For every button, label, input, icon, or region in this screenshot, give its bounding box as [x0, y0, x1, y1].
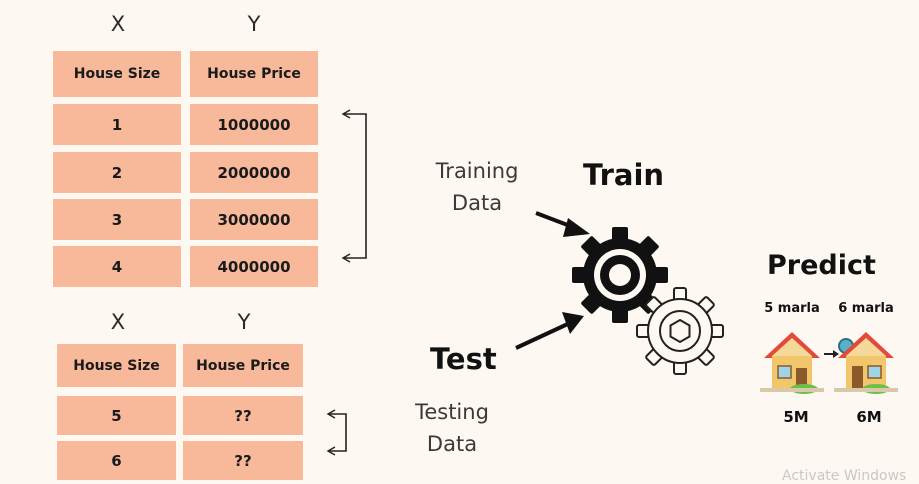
houses-graphic — [760, 332, 898, 394]
testing-caption-line1: Testing — [415, 400, 489, 424]
testing-row-6-price: ?? — [183, 441, 303, 480]
training-y-label: Y — [247, 12, 261, 36]
activate-windows-watermark: Activate Windows — [782, 468, 907, 484]
arrow-right-icon — [824, 350, 839, 358]
training-row-2-size: 2 — [53, 152, 181, 193]
testing-row-5-price: ?? — [183, 396, 303, 435]
training-header-house-price: House Price — [190, 51, 318, 97]
training-header-house-size: House Size — [53, 51, 181, 97]
gears-graphic — [572, 227, 724, 375]
training-row-1-price: 1000000 — [190, 104, 318, 145]
training-row-2-price: 2000000 — [190, 152, 318, 193]
right-price: 6M — [856, 408, 882, 426]
training-data-caption: Training Data — [422, 155, 532, 219]
test-label: Test — [430, 342, 497, 376]
training-row-3-size: 3 — [53, 199, 181, 240]
training-row-1-size: 1 — [53, 104, 181, 145]
testing-arrow — [515, 312, 584, 350]
training-row-4-price: 4000000 — [190, 246, 318, 287]
testing-bracket — [326, 409, 347, 456]
testing-header-house-price: House Price — [183, 344, 303, 387]
left-house-label: 5 marla — [764, 301, 820, 316]
predict-title: Predict — [767, 250, 876, 281]
testing-caption-line2: Data — [426, 432, 478, 456]
left-price: 5M — [783, 408, 809, 426]
training-x-label: X — [110, 12, 126, 36]
black-gear-icon — [572, 227, 668, 323]
right-house-label: 6 marla — [838, 301, 894, 316]
testing-row-6-size: 6 — [57, 441, 176, 480]
outline-gear-icon — [636, 287, 724, 375]
testing-y-label: Y — [237, 310, 251, 334]
right-house-icon — [834, 332, 898, 394]
testing-data-caption: Testing Data — [402, 396, 502, 460]
testing-row-5-size: 5 — [57, 396, 176, 435]
training-row-4-size: 4 — [53, 246, 181, 287]
training-caption-line1: Training — [435, 159, 519, 183]
training-arrow — [535, 211, 590, 237]
training-row-3-price: 3000000 — [190, 199, 318, 240]
left-house-icon — [760, 332, 824, 394]
train-label: Train — [583, 158, 665, 192]
testing-x-label: X — [110, 310, 126, 334]
testing-header-house-size: House Size — [57, 344, 176, 387]
training-caption-line2: Data — [451, 191, 503, 215]
training-bracket — [341, 109, 367, 263]
